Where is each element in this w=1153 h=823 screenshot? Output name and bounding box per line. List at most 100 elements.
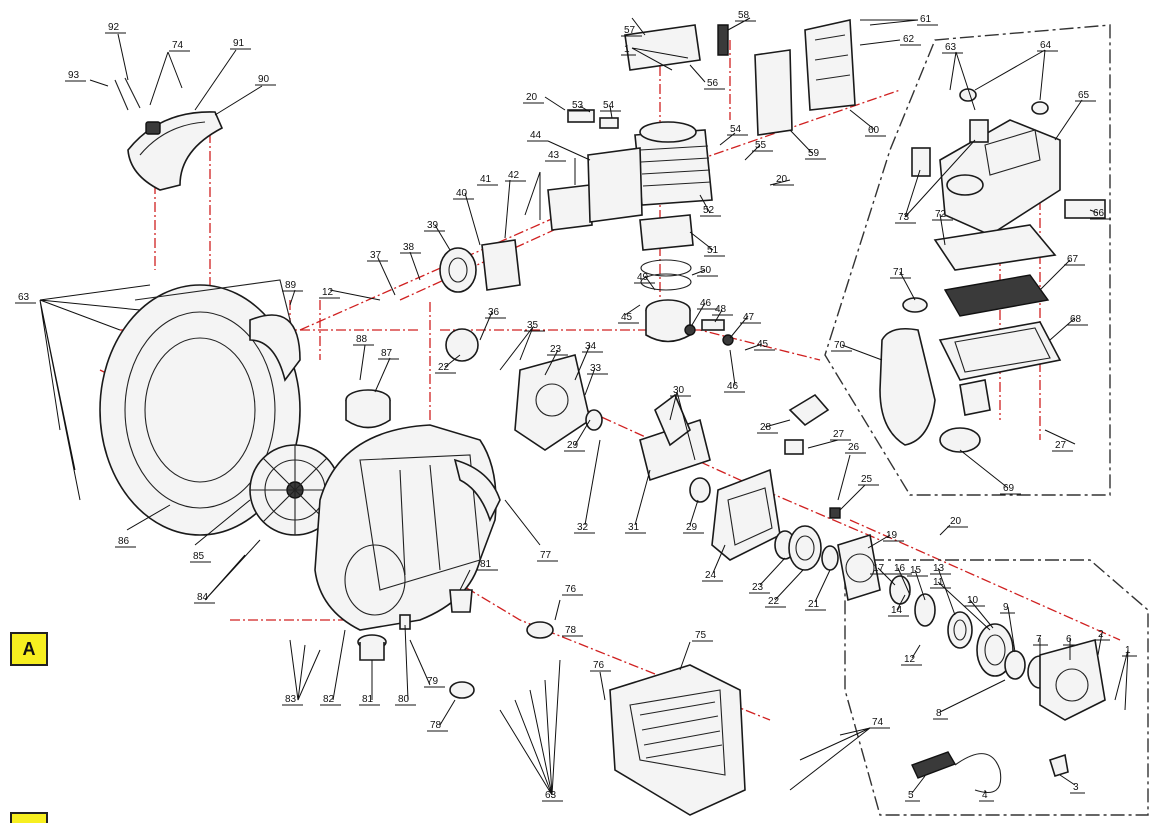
callout-c17: 17	[870, 563, 891, 575]
callout-number: 78	[430, 720, 442, 731]
callout-c93: 93	[65, 70, 86, 82]
callout-c38: 38	[400, 242, 421, 254]
callout-c59: 59	[805, 148, 826, 160]
callout-number: 70	[834, 340, 846, 351]
callout-number: 49	[637, 272, 649, 283]
callout-number: 12	[904, 654, 916, 665]
callout-number: 23	[752, 582, 764, 593]
callout-number: 2	[1098, 629, 1104, 640]
callout-number: 47	[743, 312, 755, 323]
air-filter-element	[933, 224, 1062, 381]
callout-c11: 11	[930, 577, 951, 589]
callout-number: 1	[1125, 645, 1131, 656]
callout-number: 75	[695, 630, 707, 641]
recoil-starter-parts	[889, 575, 1053, 689]
callout-c63c: 63	[942, 42, 963, 54]
section-marker-a-label: A	[22, 638, 36, 659]
callout-c42: 42	[505, 170, 526, 182]
callout-number: 19	[886, 530, 898, 541]
callout-number: 54	[730, 124, 742, 135]
callout-c56: 56	[704, 78, 725, 90]
callout-c53: 53	[569, 100, 590, 112]
callout-c43: 43	[545, 150, 566, 162]
callout-number: 20	[776, 174, 788, 185]
callout-number: 29	[567, 440, 579, 451]
callout-c83: 83	[282, 694, 303, 706]
callout-c22b: 22	[765, 596, 786, 608]
callout-number: 61	[920, 14, 932, 25]
intake-ring	[345, 389, 391, 429]
callout-c57: 57	[621, 25, 642, 37]
callout-c78a: 78	[427, 720, 448, 732]
callout-number: 82	[323, 694, 335, 705]
guard-bracket	[114, 77, 224, 191]
crankcase-right	[711, 468, 781, 561]
throttle-lever	[784, 393, 841, 519]
air-filter-cover	[911, 88, 1106, 236]
callout-c12a: 12	[319, 287, 340, 299]
callout-number: 51	[707, 245, 719, 256]
callout-c44: 44	[527, 130, 548, 142]
callout-number: 8	[936, 708, 942, 719]
callout-c70: 70	[831, 340, 852, 352]
callout-c32: 32	[574, 522, 595, 534]
callout-number: 1	[624, 44, 630, 55]
lower-cover	[609, 664, 746, 816]
callout-number: 84	[197, 592, 209, 603]
callout-c84: 84	[194, 592, 215, 604]
callout-c64: 64	[1037, 40, 1058, 52]
clutch-discs	[774, 525, 839, 571]
callout-c15: 15	[907, 565, 928, 577]
callout-c77: 77	[537, 550, 558, 562]
callout-number: 65	[1078, 90, 1090, 101]
callout-c54a: 54	[600, 100, 621, 112]
callout-number: 16	[894, 563, 906, 574]
callout-c81a: 81	[359, 694, 380, 706]
callout-c7: 7	[1033, 634, 1048, 646]
callout-c35: 35	[524, 320, 545, 332]
callout-number: 92	[108, 22, 120, 33]
callout-number: 81	[362, 694, 374, 705]
callout-number: 74	[172, 40, 184, 51]
callout-c23a: 23	[547, 344, 568, 356]
top-plate	[624, 24, 729, 71]
callout-number: 53	[572, 100, 584, 111]
callout-number: 81	[480, 559, 492, 570]
callout-c82: 82	[320, 694, 341, 706]
callout-c62: 62	[900, 34, 921, 46]
small-fittings	[357, 589, 554, 699]
callout-number: 76	[593, 660, 605, 671]
callout-c80: 80	[395, 694, 416, 706]
callout-number: 9	[1003, 602, 1009, 613]
callout-c71: 71	[890, 267, 911, 279]
callout-number: 86	[118, 536, 130, 547]
carburetor-assembly	[439, 109, 643, 293]
callout-c1a: 1	[621, 44, 636, 56]
callout-number: 59	[808, 148, 820, 159]
callout-number: 20	[950, 516, 962, 527]
callout-c22: 22	[435, 362, 456, 374]
callout-number: 24	[705, 570, 717, 581]
callout-number: 58	[738, 10, 750, 21]
callout-number: 30	[673, 385, 685, 396]
callout-c58: 58	[735, 10, 756, 22]
callout-c13: 13	[930, 563, 951, 575]
callout-c63b: 63	[542, 790, 563, 802]
callout-number: 68	[1070, 314, 1082, 325]
callout-number: 13	[933, 563, 945, 574]
callout-number: 80	[398, 694, 410, 705]
callout-number: 27	[833, 429, 845, 440]
callout-number: 64	[1040, 40, 1052, 51]
callout-number: 26	[848, 442, 860, 453]
starter-cover	[911, 638, 1106, 794]
callout-number: 45	[757, 339, 769, 350]
callout-c5: 5	[905, 790, 920, 802]
callout-c72: 72	[932, 209, 953, 221]
callout-c69: 69	[1000, 483, 1021, 495]
callout-c45a: 45	[618, 312, 639, 324]
crankshaft	[585, 393, 711, 503]
callout-c46a: 46	[697, 298, 718, 310]
callout-c6: 6	[1063, 634, 1078, 646]
callout-number: 63	[945, 42, 957, 53]
